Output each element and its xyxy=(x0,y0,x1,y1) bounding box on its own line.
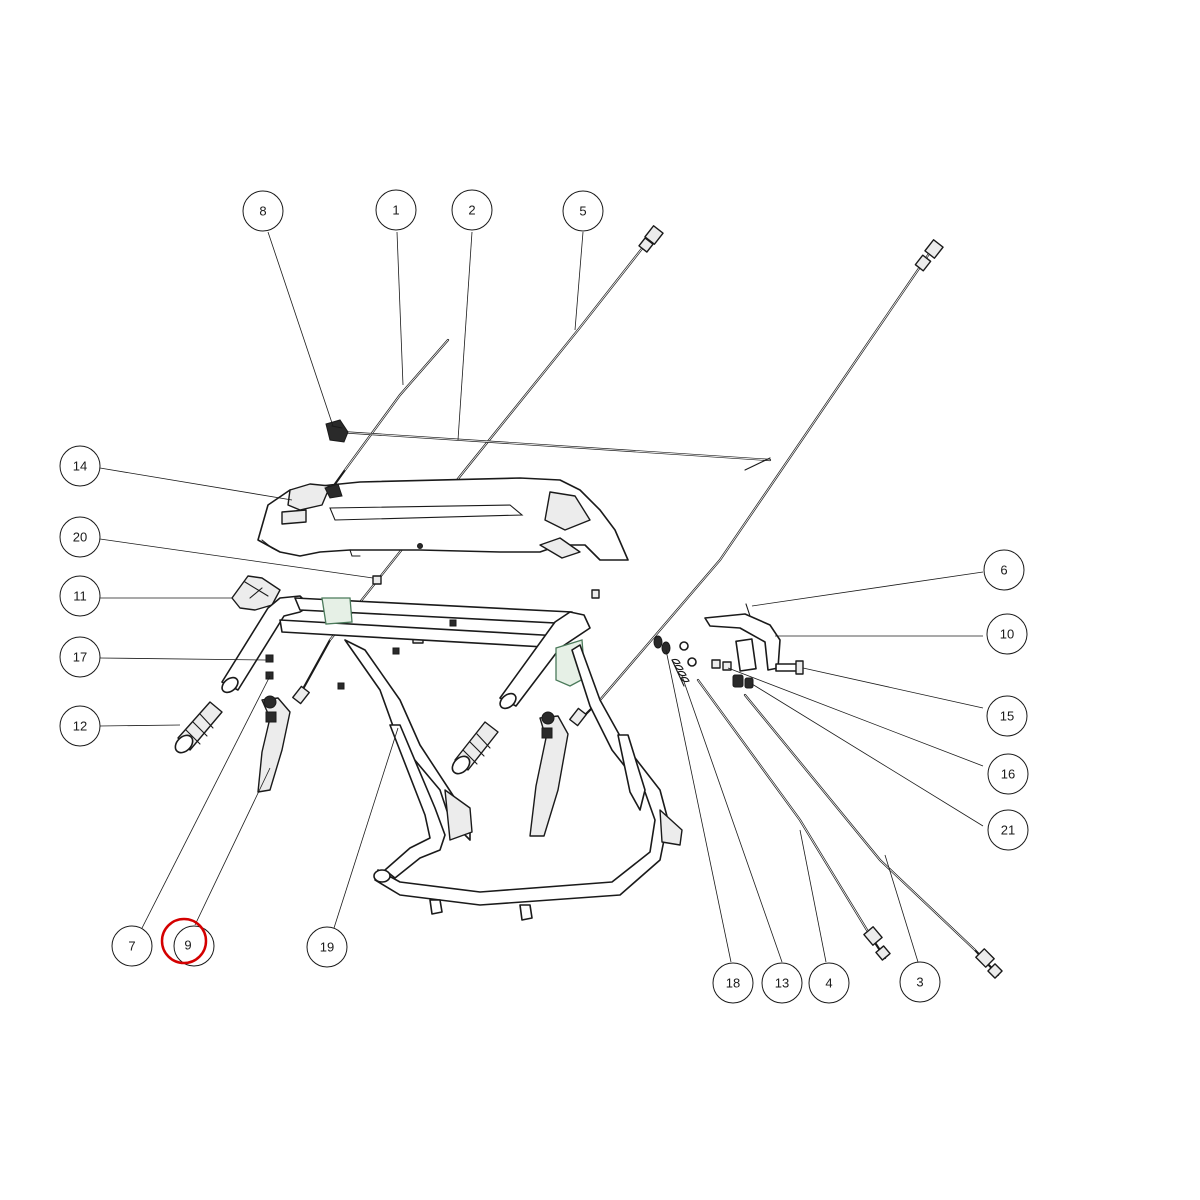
cable-3-lower xyxy=(743,693,1003,979)
spacer-21 xyxy=(732,674,754,689)
callout-label: 1 xyxy=(392,203,399,218)
callout-5: 5 xyxy=(562,190,604,232)
callout-label: 8 xyxy=(259,204,266,219)
callout-14: 14 xyxy=(59,445,101,487)
callout-label: 21 xyxy=(1001,823,1015,838)
callout-label: 10 xyxy=(1000,627,1014,642)
callout-label: 9 xyxy=(184,938,191,953)
callout-label: 16 xyxy=(1001,767,1015,782)
grip-12-right xyxy=(451,721,499,775)
callout-8: 8 xyxy=(242,190,284,232)
knob-8 xyxy=(325,419,349,443)
callout-label: 12 xyxy=(73,719,87,734)
callout-16: 16 xyxy=(987,753,1029,795)
highlight-ring xyxy=(160,917,208,965)
cable-4-lower xyxy=(696,678,891,961)
cable-3-upper xyxy=(569,239,944,727)
rod-2 xyxy=(338,430,772,471)
control-panel-cover-14 xyxy=(257,477,629,561)
callout-10: 10 xyxy=(986,613,1028,655)
bracket-11 xyxy=(231,575,281,611)
lever-9-left xyxy=(257,695,291,793)
callout-13: 13 xyxy=(761,962,803,1004)
callout-4: 4 xyxy=(808,962,850,1004)
callout-label: 14 xyxy=(73,459,87,474)
callout-label: 20 xyxy=(73,530,87,545)
callout-2: 2 xyxy=(451,189,493,231)
callout-9: 9 xyxy=(160,917,215,967)
grip-12-left xyxy=(174,701,223,754)
bolt-15 xyxy=(775,660,804,675)
callout-label: 6 xyxy=(1000,563,1007,578)
callout-17: 17 xyxy=(59,636,101,678)
nut-18 xyxy=(653,635,671,655)
callout-label: 13 xyxy=(775,976,789,991)
leader-lines xyxy=(99,231,984,963)
callout-19: 19 xyxy=(306,926,348,968)
callout-1: 1 xyxy=(375,189,417,231)
nut-16 xyxy=(711,659,732,671)
callout-label: 18 xyxy=(726,976,740,991)
callout-6: 6 xyxy=(983,549,1025,591)
callout-label: 17 xyxy=(73,650,87,665)
callout-label: 2 xyxy=(468,203,475,218)
lever-9-right xyxy=(529,711,569,837)
callout-label: 5 xyxy=(579,204,586,219)
callout-label: 15 xyxy=(1000,709,1014,724)
callout-12: 12 xyxy=(59,705,101,747)
callout-15: 15 xyxy=(986,695,1028,737)
cable-5 xyxy=(292,225,664,705)
bracket-10 xyxy=(704,603,781,672)
fastener-17 xyxy=(265,654,274,680)
callout-18: 18 xyxy=(712,962,754,1004)
callout-label: 11 xyxy=(73,589,87,604)
callout-label: 19 xyxy=(320,940,334,955)
callout-label: 4 xyxy=(825,976,832,991)
handle-frame-19 xyxy=(221,595,683,921)
callout-20: 20 xyxy=(59,516,101,558)
callout-label: 7 xyxy=(128,939,135,954)
callout-11: 11 xyxy=(59,575,101,617)
callout-label: 3 xyxy=(916,975,923,990)
fastener-20 xyxy=(372,575,382,585)
spring-13 xyxy=(671,641,697,687)
callout-3: 3 xyxy=(899,961,941,1003)
callout-21: 21 xyxy=(987,809,1029,851)
callout-7: 7 xyxy=(111,925,153,967)
